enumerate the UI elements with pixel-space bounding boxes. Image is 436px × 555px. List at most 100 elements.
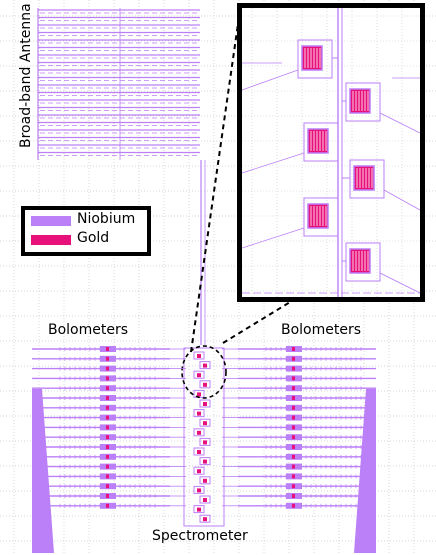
legend-label-gold: Gold bbox=[77, 230, 110, 246]
material-legend: Niobium Gold bbox=[21, 206, 151, 256]
filter-gold-pad bbox=[203, 440, 207, 445]
bolometer-gold-pad bbox=[106, 376, 109, 381]
filter-gold-pad bbox=[197, 354, 201, 358]
filter-gold-pad bbox=[197, 430, 201, 435]
bolometer-gold-pad bbox=[292, 454, 295, 459]
inset-bias-line bbox=[379, 272, 421, 294]
filter-gold-pad bbox=[197, 450, 201, 454]
bolometer-gold-pad bbox=[106, 366, 109, 371]
bolometer-gold-pad bbox=[292, 376, 295, 381]
filter-gold-pad bbox=[203, 459, 207, 464]
filter-resonator bbox=[199, 437, 211, 446]
filter-gold-pad bbox=[197, 373, 201, 378]
zoom-line-top bbox=[190, 9, 241, 353]
bolometer-gold-pad bbox=[106, 435, 109, 440]
spectrometer-label: Spectrometer bbox=[152, 528, 248, 544]
bolometer-gold-pad bbox=[106, 347, 109, 351]
inset-bias-line bbox=[379, 112, 421, 134]
inset-absorber-meander bbox=[352, 91, 369, 111]
bolometer-gold-pad bbox=[292, 494, 295, 498]
filter-resonator bbox=[193, 428, 205, 437]
zoom-inset bbox=[237, 3, 425, 302]
bolometer-gold-pad bbox=[106, 474, 109, 479]
filter-resonator bbox=[193, 447, 205, 456]
bolometer-gold-pad bbox=[106, 356, 109, 361]
bolometer-gold-pad bbox=[106, 503, 109, 508]
inset-cell-frame bbox=[303, 197, 339, 237]
filter-gold-pad bbox=[197, 411, 201, 416]
zoom-line-bottom bbox=[222, 295, 301, 344]
bolometer-gold-pad bbox=[292, 366, 295, 371]
bolometer-gold-pad bbox=[292, 484, 295, 489]
filter-gold-pad bbox=[197, 507, 201, 512]
bolometer-gold-pad bbox=[106, 405, 109, 410]
inset-absorber-meander bbox=[304, 48, 321, 68]
bolometer-gold-pad bbox=[292, 503, 295, 508]
filter-gold-pad bbox=[197, 392, 201, 397]
bolometer-gold-pad bbox=[292, 386, 295, 391]
antenna-label: Broad-band Antenna bbox=[18, 3, 34, 148]
filter-resonator bbox=[193, 466, 205, 475]
filter-resonator bbox=[199, 380, 211, 389]
zoom-inset-detail bbox=[241, 8, 421, 297]
bolometer-gold-pad bbox=[106, 386, 109, 391]
filter-resonator bbox=[193, 370, 205, 379]
ground-wedge bbox=[32, 389, 54, 553]
filter-gold-pad bbox=[203, 498, 207, 502]
filter-resonator bbox=[199, 399, 211, 408]
inset-bias-line bbox=[383, 189, 421, 211]
filter-resonator bbox=[199, 418, 211, 427]
bolometer-gold-pad bbox=[106, 464, 109, 469]
bolometer-gold-pad bbox=[106, 484, 109, 489]
inset-absorber-meander bbox=[356, 168, 373, 188]
bolometer-gold-pad bbox=[292, 435, 295, 440]
ground-wedge bbox=[354, 389, 376, 553]
filter-resonator bbox=[199, 476, 211, 485]
inset-absorber-meander bbox=[310, 131, 327, 151]
filter-resonator bbox=[193, 505, 205, 514]
bolometer-gold-pad bbox=[292, 425, 295, 430]
bolometers-left-label: Bolometers bbox=[48, 322, 129, 338]
filter-resonator bbox=[193, 485, 205, 494]
bolometer-gold-pad bbox=[292, 356, 295, 361]
inset-bias-line bbox=[241, 227, 305, 249]
inset-bias-line bbox=[241, 69, 299, 91]
filter-resonator bbox=[199, 361, 211, 370]
inset-absorber-meander bbox=[310, 206, 327, 226]
filter-gold-pad bbox=[197, 488, 201, 493]
bolometer-gold-pad bbox=[106, 425, 109, 430]
bolometer-gold-pad bbox=[292, 474, 295, 479]
bolometer-gold-pad bbox=[292, 464, 295, 469]
bolometer-array-right bbox=[222, 346, 376, 553]
filter-resonator bbox=[199, 457, 211, 466]
spectrometer bbox=[181, 345, 227, 527]
bolometer-gold-pad bbox=[106, 454, 109, 459]
inset-bias-line bbox=[241, 152, 305, 174]
bolometer-gold-pad bbox=[106, 415, 109, 420]
legend-swatch-gold bbox=[31, 235, 71, 245]
broadband-antenna bbox=[37, 8, 200, 160]
filter-resonator bbox=[193, 351, 205, 360]
bolometer-gold-pad bbox=[292, 405, 295, 410]
filter-resonator bbox=[199, 514, 211, 523]
legend-swatch-niobium bbox=[31, 216, 71, 226]
filter-gold-pad bbox=[197, 469, 201, 474]
bolometer-gold-pad bbox=[292, 347, 295, 351]
filter-gold-pad bbox=[203, 517, 207, 522]
bolometers-right-label: Bolometers bbox=[281, 322, 362, 338]
inset-cell-frame bbox=[345, 242, 381, 282]
zoom-callout-lines bbox=[190, 9, 301, 353]
legend-label-niobium: Niobium bbox=[77, 211, 136, 227]
bolometer-array-left bbox=[32, 346, 186, 553]
filter-gold-pad bbox=[203, 363, 207, 368]
inset-absorber-meander bbox=[352, 251, 369, 271]
filter-gold-pad bbox=[203, 421, 207, 426]
filter-gold-pad bbox=[203, 402, 207, 406]
bolometer-gold-pad bbox=[106, 396, 109, 400]
zoom-region-marker bbox=[181, 345, 227, 399]
bolometer-gold-pad bbox=[292, 415, 295, 420]
bolometer-gold-pad bbox=[106, 494, 109, 498]
filter-resonator bbox=[199, 495, 211, 504]
inset-cell-frame bbox=[345, 82, 381, 122]
